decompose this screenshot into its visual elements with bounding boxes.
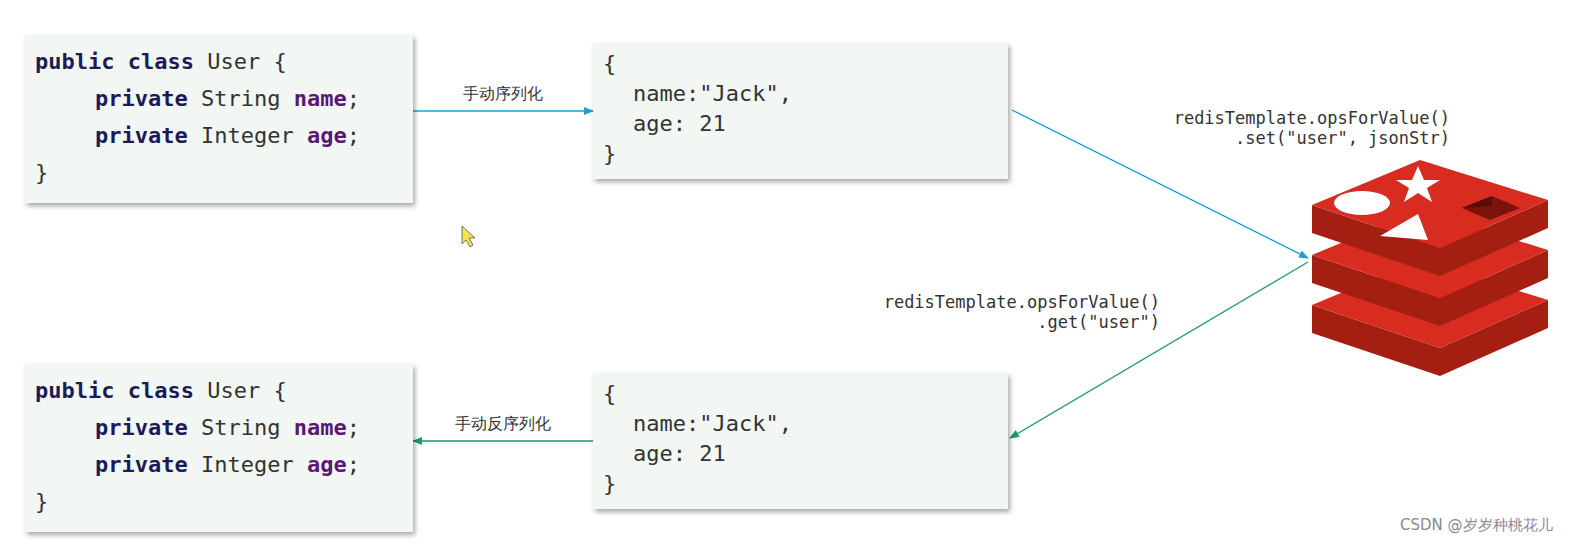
field-name: name [294, 86, 347, 111]
code-line: private Integer age; [35, 117, 403, 154]
code-line: age: 21 [603, 439, 998, 469]
code-line: age: 21 [603, 109, 998, 139]
keyword: public [35, 49, 114, 74]
code-token: String [188, 86, 294, 111]
keyword: private [95, 123, 188, 148]
arrow-connector [413, 110, 593, 111]
code-token: } [35, 489, 48, 514]
keyword: class [128, 378, 194, 403]
code-token: } [603, 471, 616, 496]
code-line: private Integer age; [35, 446, 403, 483]
code-line: private String name; [35, 409, 403, 446]
method-call-label: redisTemplate.opsForValue() .set("user",… [1150, 108, 1450, 148]
field-name: age [307, 452, 347, 477]
keyword: class [128, 49, 194, 74]
code-line: private String name; [35, 80, 403, 117]
get-arrow [1010, 262, 1308, 438]
code-token: ; [347, 415, 360, 440]
code-token: { [603, 381, 616, 406]
code-line: name:"Jack", [603, 79, 998, 109]
keyword: public [35, 378, 114, 403]
code-token: ; [347, 86, 360, 111]
code-token [114, 378, 127, 403]
keyword: private [95, 452, 188, 477]
method-call-label: redisTemplate.opsForValue() .get("user") [860, 292, 1160, 332]
arrow-connector [413, 440, 593, 441]
code-token: age: 21 [633, 111, 726, 136]
code-token: String [188, 415, 294, 440]
keyword: private [95, 86, 188, 111]
code-token [114, 49, 127, 74]
code-token: } [35, 160, 48, 185]
json-box: { name:"Jack", age: 21} [593, 43, 1008, 179]
code-line: } [35, 154, 403, 191]
class-code-box: public class User {private String name;p… [25, 35, 413, 203]
class-code-box: public class User {private String name;p… [25, 364, 413, 532]
code-token: User { [194, 49, 287, 74]
code-line: name:"Jack", [603, 409, 998, 439]
code-line: public class User { [35, 43, 403, 80]
code-token: { [603, 51, 616, 76]
edge-label: 手动序列化 [460, 84, 546, 105]
field-name: age [307, 123, 347, 148]
redis-logo [1312, 160, 1548, 376]
code-token: User { [194, 378, 287, 403]
code-token: name:"Jack", [633, 81, 792, 106]
code-token: ; [347, 123, 360, 148]
code-line: { [603, 49, 998, 79]
watermark: CSDN @岁岁种桃花儿 [1400, 516, 1553, 535]
code-token: ; [347, 452, 360, 477]
code-token: Integer [188, 123, 307, 148]
edge-label: 手动反序列化 [452, 414, 554, 435]
code-line: { [603, 379, 998, 409]
code-line: public class User { [35, 372, 403, 409]
code-line: } [603, 139, 998, 169]
field-name: name [294, 415, 347, 440]
code-token: name:"Jack", [633, 411, 792, 436]
code-token: Integer [188, 452, 307, 477]
json-box: { name:"Jack", age: 21} [593, 373, 1008, 509]
code-line: } [35, 483, 403, 520]
keyword: private [95, 415, 188, 440]
code-token: age: 21 [633, 441, 726, 466]
code-token: } [603, 141, 616, 166]
mouse-cursor [462, 226, 475, 247]
code-line: } [603, 469, 998, 499]
